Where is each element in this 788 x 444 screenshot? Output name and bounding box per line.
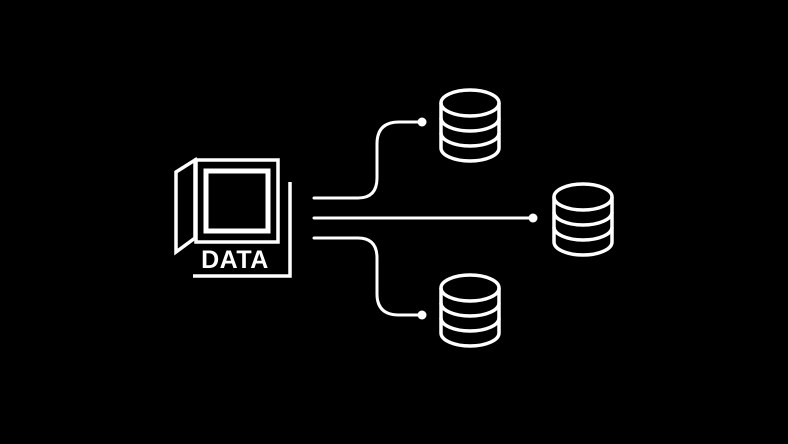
connection-top <box>312 120 423 200</box>
source-base <box>193 182 292 278</box>
database-icon <box>552 182 614 257</box>
database-icon <box>439 88 501 163</box>
connection-bottom <box>312 236 423 317</box>
data-source-icon: DATA <box>174 156 292 278</box>
source-frame <box>194 158 280 244</box>
source-screen <box>203 168 271 234</box>
source-label: DATA <box>201 246 269 274</box>
endpoint-dot-top <box>417 117 427 127</box>
connections <box>312 120 534 317</box>
database-icon <box>439 273 501 348</box>
connection-endpoints <box>417 117 538 320</box>
endpoint-dot-bottom <box>417 310 427 320</box>
endpoint-dot-middle <box>528 213 538 223</box>
